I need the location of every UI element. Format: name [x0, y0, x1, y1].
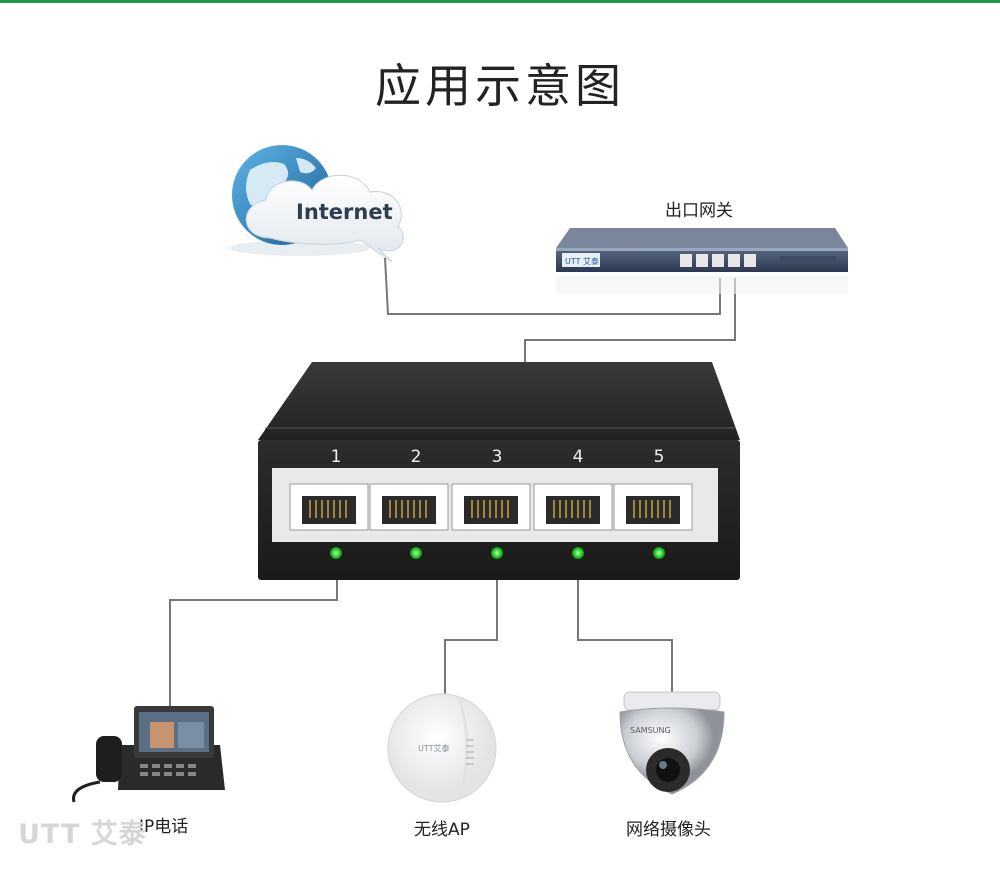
- port-number-3: 3: [492, 447, 503, 467]
- wireless-ap-label: 无线AP: [414, 820, 470, 840]
- cable-port3-ap: [444, 562, 498, 700]
- gateway-label: 出口网关: [665, 201, 733, 221]
- ip-camera-label: 网络摄像头: [626, 820, 711, 840]
- internet-label: Internet: [296, 200, 393, 224]
- switch-icon: 1 2 3 4 5: [258, 362, 740, 580]
- cable-port1-phone: [169, 562, 338, 708]
- page-title: 应用示意图: [375, 59, 625, 113]
- led-port-1: [330, 547, 342, 559]
- cables: [169, 257, 736, 708]
- brand-watermark: UTT 艾泰: [18, 819, 147, 850]
- port-leds: [330, 547, 665, 559]
- port-number-1: 1: [331, 447, 342, 467]
- camera-brand: SAMSUNG: [630, 726, 671, 735]
- globe-cloud-icon: [230, 145, 404, 263]
- cable-gateway-switch: [524, 278, 736, 362]
- led-port-4: [572, 547, 584, 559]
- top-accent-line: [0, 0, 1000, 3]
- cable-internet-gateway: [384, 257, 721, 315]
- port-number-5: 5: [654, 447, 665, 467]
- led-port-2: [410, 547, 422, 559]
- led-port-3: [491, 547, 503, 559]
- cable-port4-camera: [577, 562, 673, 700]
- port-number-4: 4: [573, 447, 584, 467]
- ip-phone-label: IP电话: [139, 817, 189, 837]
- dome-camera-icon: SAMSUNG: [619, 691, 725, 795]
- ap-brand: UTT艾泰: [418, 743, 450, 753]
- port-number-2: 2: [411, 447, 422, 467]
- led-port-5: [653, 547, 665, 559]
- rj45-ports: [289, 483, 693, 531]
- ip-phone-icon: [72, 706, 225, 803]
- router-brand: UTT 艾泰: [565, 256, 599, 266]
- gateway-router-icon: UTT 艾泰: [556, 228, 848, 294]
- wireless-ap-icon: UTT艾泰: [387, 693, 497, 803]
